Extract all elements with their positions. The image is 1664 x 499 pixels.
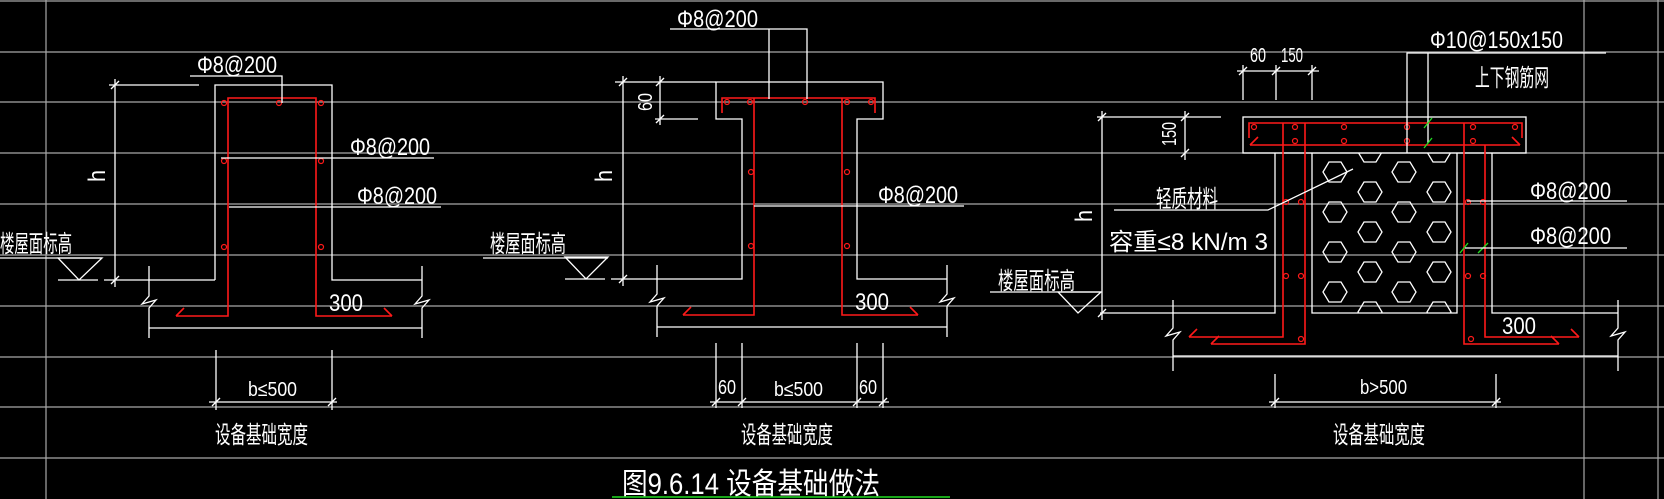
cap-thickness-label: 60: [635, 93, 657, 111]
hexagon-mark: [1426, 261, 1452, 283]
figure-title: 图9.6.14 设备基础做法: [622, 468, 880, 499]
elevation-triangle-icon: [1056, 291, 1103, 314]
turnout-length: 300: [329, 290, 363, 317]
caption: 设备基础宽度: [1333, 422, 1425, 449]
hexagon-mark: [1391, 241, 1417, 263]
height-dimension: [1097, 111, 1190, 320]
hexagon-mark: [1391, 281, 1417, 303]
leader-top: [670, 28, 808, 99]
rebar-stirrup: [175, 97, 393, 317]
hexagon-mark: [1322, 281, 1348, 303]
width-label: b≤500: [774, 379, 823, 401]
turnout-length: 300: [855, 289, 889, 316]
top-dim-60: 60: [1250, 45, 1266, 67]
rebar-label-side: Φ8@200: [878, 182, 958, 209]
leader-fill: [1114, 168, 1354, 211]
floor-level-label: 楼屋面标高: [998, 268, 1075, 295]
fill-material-label: 轻质材料: [1156, 186, 1218, 213]
fill-hexagons: [1322, 153, 1452, 313]
rebar-label-top: Φ8@200: [197, 52, 277, 79]
detail-3-wide-base: h 150 60 150: [990, 27, 1627, 449]
height-label: h: [1071, 210, 1098, 222]
rebar-label-mid: Φ8@200: [350, 134, 430, 161]
rebar-label-low: Φ8@200: [357, 183, 437, 210]
left-offset-label: 60: [718, 377, 736, 399]
right-offset-label: 60: [859, 377, 877, 399]
hexagon-mark: [1322, 161, 1348, 183]
hexagon-mark: [1357, 221, 1383, 243]
concrete-outline: [104, 84, 422, 281]
rebar-cage: [1188, 122, 1580, 345]
floor-level-label: 楼屋面标高: [490, 231, 566, 258]
hexagon-mark: [1391, 201, 1417, 223]
height-dimension: [110, 79, 120, 287]
leader-mesh: [1406, 52, 1606, 153]
floor-level-label: 楼屋面标高: [0, 231, 72, 258]
rebar-label-upper: Φ8@200: [1530, 178, 1611, 205]
hexagon-mark: [1357, 301, 1383, 313]
rebar-stirrup: [682, 97, 919, 316]
leader-top: [190, 75, 283, 103]
rebar-label-top: Φ8@200: [677, 6, 758, 33]
hexagon-mark: [1426, 301, 1452, 313]
break-lines: [648, 265, 956, 337]
height-label: h: [591, 170, 618, 182]
height-label: h: [84, 170, 111, 182]
rebar-label-lower: Φ8@200: [1530, 223, 1611, 250]
hexagon-mark: [1357, 153, 1383, 163]
hexagon-mark: [1357, 181, 1383, 203]
width-dimension: [1269, 374, 1501, 408]
break-lines: [1164, 300, 1627, 371]
elevation-triangle-icon: [56, 257, 104, 281]
turnout-length: 300: [1502, 313, 1536, 340]
hexagon-mark: [1426, 181, 1452, 203]
width-dimension: [710, 343, 889, 408]
slab-thickness-label: 150: [1159, 122, 1181, 146]
height-dimension: [618, 76, 665, 286]
top-dimension: [1237, 65, 1319, 100]
caption: 设备基础宽度: [215, 422, 308, 449]
top-dim-150: 150: [1281, 45, 1303, 67]
width-dimension: [209, 350, 337, 410]
caption: 设备基础宽度: [741, 422, 833, 449]
hexagon-mark: [1322, 201, 1348, 223]
detail-1-narrow-base: h Φ8@200 Φ8@200 Φ8@200 楼屋面标高 300: [0, 52, 441, 449]
width-label: b≤500: [248, 379, 297, 401]
elevation-triangle-icon: [563, 256, 610, 280]
detail-2-capped-base: h 60 Φ8@200 Φ8@200 楼屋面标高 300: [483, 6, 964, 449]
concrete-outline: [611, 81, 947, 280]
hexagon-mark: [1391, 161, 1417, 183]
hexagon-mark: [1357, 261, 1383, 283]
fill-density-label: 容重≤8 kN/m 3: [1109, 229, 1268, 256]
hexagon-mark: [1426, 221, 1452, 243]
green-ticks: [1423, 117, 1489, 254]
hexagon-mark: [1322, 241, 1348, 263]
mesh-note: 上下钢筋网: [1475, 65, 1549, 92]
hexagon-mark: [1426, 153, 1452, 163]
break-lines: [140, 266, 431, 338]
width-label: b>500: [1360, 377, 1407, 399]
mesh-rebar-label: Φ10@150x150: [1430, 27, 1563, 54]
